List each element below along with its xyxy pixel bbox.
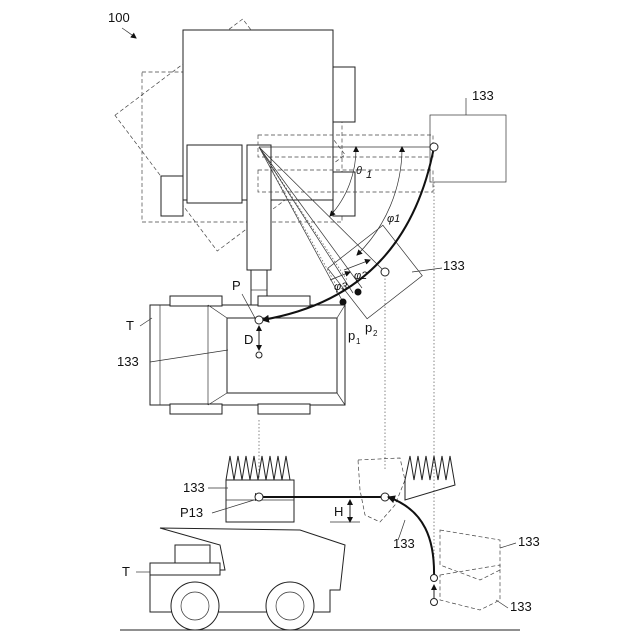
phi1-label: φ1 — [387, 213, 400, 225]
theta-subscript: 1 — [366, 169, 372, 181]
theta-label: θ — [356, 165, 362, 177]
bucket-label-3: 133 — [117, 354, 139, 369]
truck-label-side: T — [122, 564, 130, 579]
point-d-label: D — [244, 332, 253, 347]
bucket-label-1: 133 — [472, 88, 494, 103]
bucket-label-7: 133 — [510, 599, 532, 614]
truck-side-view — [120, 528, 520, 630]
figure-ref: 100 — [108, 10, 130, 25]
p1-label: p — [348, 328, 355, 343]
bucket-top-right — [430, 115, 506, 182]
bucket-label-2: 133 — [443, 258, 465, 273]
p1-subscript: 1 — [356, 337, 361, 346]
boom — [247, 145, 271, 270]
counterweight-right-top — [333, 67, 355, 122]
operator-cab — [187, 145, 242, 203]
truck-label-top: T — [126, 318, 134, 333]
truck-bed-top — [227, 318, 337, 393]
truck-top-view — [150, 296, 345, 414]
track-left-bottom — [161, 176, 183, 216]
p2-subscript: 2 — [373, 329, 378, 338]
bucket-label-6: 133 — [518, 534, 540, 549]
bucket-label-5: 133 — [393, 536, 415, 551]
p2-label: p — [365, 320, 372, 335]
point-h-label: H — [334, 504, 343, 519]
point-p13-label: P13 — [180, 505, 203, 520]
bucket-label-4: 133 — [183, 480, 205, 495]
point-p-label: P — [232, 278, 241, 293]
angle-annotations: θ 1 φ1 φ2 φ3 — [330, 147, 402, 293]
